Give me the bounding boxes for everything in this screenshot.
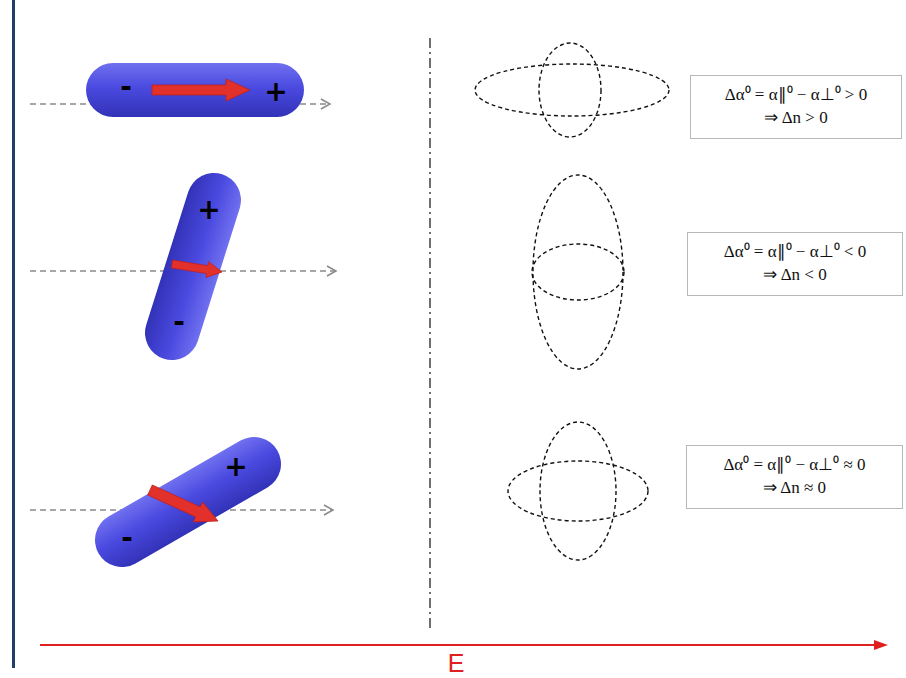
molecule: -+ — [86, 63, 304, 117]
formula-text: Δα⁰ = α∥⁰ − α⊥⁰ > 0 — [703, 84, 889, 107]
field-arrow — [40, 644, 876, 646]
frame-bar — [12, 0, 15, 668]
index-ellipse — [539, 43, 601, 137]
field-label: E — [448, 651, 465, 676]
index-ellipse — [540, 422, 616, 560]
formula-text: ⇒ Δn < 0 — [700, 264, 890, 287]
formula-text: ⇒ Δn ≈ 0 — [699, 477, 890, 500]
formula-box: Δα⁰ = α∥⁰ − α⊥⁰ ≈ 0⇒ Δn ≈ 0 — [686, 445, 903, 509]
index-ellipse — [532, 244, 624, 300]
formula-text: ⇒ Δn > 0 — [703, 107, 889, 130]
axis-arrowhead — [321, 99, 330, 109]
charge-sign: - — [173, 308, 185, 336]
charge-sign: - — [121, 524, 133, 552]
formula-box: Δα⁰ = α∥⁰ − α⊥⁰ < 0⇒ Δn < 0 — [687, 232, 903, 296]
formula-text: Δα⁰ = α∥⁰ − α⊥⁰ < 0 — [700, 241, 890, 264]
dipole-arrow — [148, 485, 218, 522]
charge-sign: + — [264, 78, 287, 106]
molecule: +- — [145, 173, 241, 360]
index-ellipse — [475, 64, 669, 116]
field-arrowhead — [874, 640, 888, 650]
axis-arrowhead — [327, 266, 336, 276]
formula-box: Δα⁰ = α∥⁰ − α⊥⁰ > 0⇒ Δn > 0 — [690, 75, 902, 139]
axis-lines — [30, 99, 336, 515]
dipole-arrow — [171, 260, 222, 277]
charge-sign: + — [197, 196, 220, 224]
dipole-arrow — [152, 79, 250, 101]
axis-arrowhead — [324, 505, 333, 515]
formula-text: Δα⁰ = α∥⁰ − α⊥⁰ ≈ 0 — [699, 454, 890, 477]
molecule-capsule — [138, 166, 248, 367]
charge-sign: + — [224, 453, 247, 481]
divider-line — [429, 38, 430, 632]
molecule: -+ — [95, 437, 281, 567]
molecule-capsule — [85, 427, 291, 577]
index-ellipse — [508, 461, 648, 521]
molecule-capsule — [86, 63, 304, 117]
charge-sign: - — [120, 73, 132, 101]
index-ellipse — [533, 175, 623, 369]
